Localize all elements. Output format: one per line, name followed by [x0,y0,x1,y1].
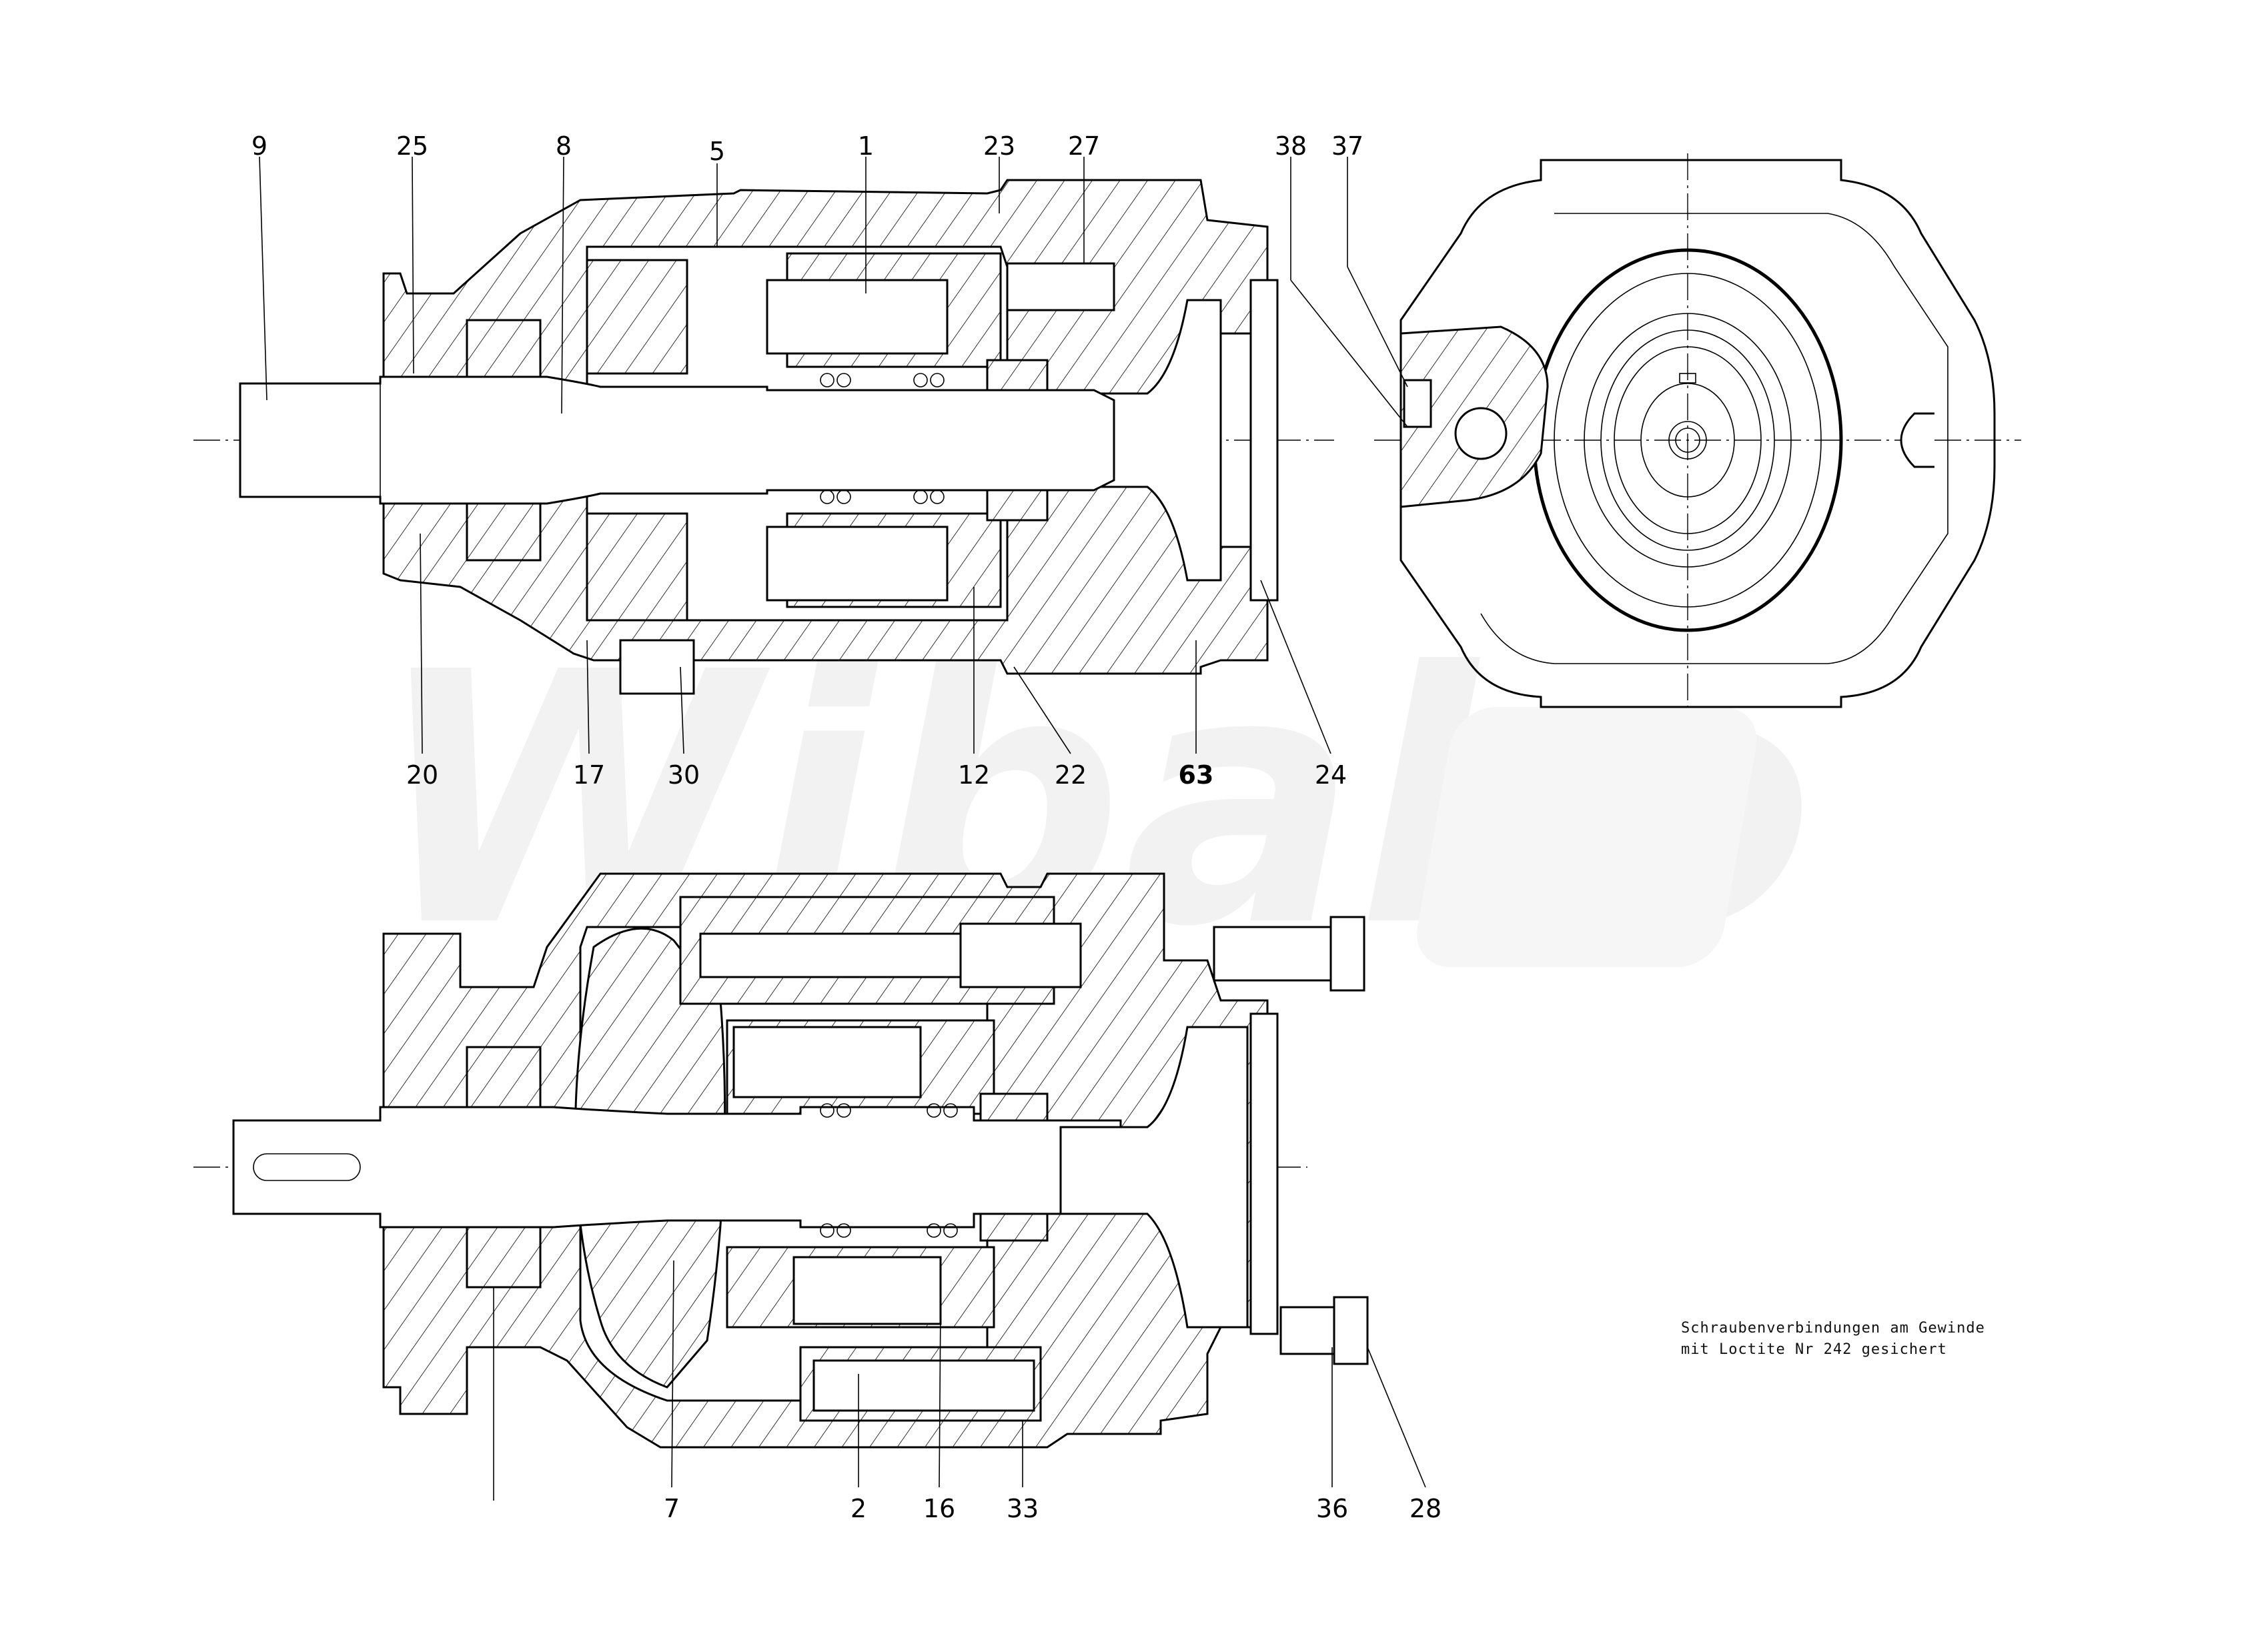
part-label: 37 [1331,131,1363,161]
bottom-port-flange [1249,1012,1279,1335]
bottom-fitting-lower-head [1333,1296,1369,1365]
part-label: 27 [1068,131,1100,161]
part-label: 20 [406,760,438,790]
end-view-shaft-bore [1668,421,1707,460]
bottom-front-bearing-upper [466,1046,542,1115]
bottom-fitting-upper [1213,926,1332,982]
top-springs [820,373,945,504]
part-labels-bottom: 7 2 16 33 36 28 [664,1494,1442,1523]
end-view-inner-contour [1480,213,1948,664]
top-drain-port [619,639,695,695]
top-swash-plate-upper [586,259,688,375]
bottom-piston-upper [732,1026,922,1098]
bottom-servo-plug [959,922,1082,988]
top-piston-upper [766,279,949,355]
bottom-servo-piston [699,932,962,978]
end-view-housing [1399,159,1996,708]
part-labels-top: 9 25 8 5 1 23 27 38 37 [251,131,1363,166]
top-port-flange [1249,279,1279,602]
part-label: 23 [983,131,1015,161]
part-label: 63 [1179,760,1214,790]
top-piston-lower [766,526,949,602]
part-label: 30 [668,760,700,790]
note-line-1: Schraubenverbindungen am Gewinde [1681,1320,1985,1337]
end-view-ring-4 [1614,346,1762,534]
part-label: 1 [858,131,874,161]
end-view [1374,153,2021,708]
part-label: 22 [1055,760,1087,790]
end-view-slot [1900,412,1934,468]
bottom-shaft-keyway [253,1153,361,1181]
part-label: 7 [664,1494,680,1523]
bottom-springs [820,1103,958,1238]
bottom-fitting-upper-head [1329,916,1365,992]
part-label: 38 [1275,131,1307,161]
part-labels-middle: 20 17 30 12 22 63 24 [406,760,1347,790]
top-plug [1006,262,1115,311]
part-label: 9 [251,131,267,161]
end-view-key [1679,373,1696,383]
bottom-rear-cover-recess [1059,1026,1249,1329]
leader-lines [259,156,1426,1501]
part-label: 8 [556,131,572,161]
bottom-section-view [193,872,1369,1449]
part-label: 16 [923,1494,955,1523]
bottom-front-bearing-lower [466,1219,542,1289]
top-swash-plate-lower [586,512,688,622]
part-label: 25 [396,131,428,161]
bottom-piston-lower [792,1256,942,1325]
part-label: 33 [1007,1494,1039,1523]
assembly-note: Schraubenverbindungen am Gewinde mit Loc… [1681,1320,1985,1358]
end-view-valve-ball [1454,407,1508,460]
end-view-hub [1640,383,1735,498]
end-view-shaft-inner [1675,428,1700,453]
part-label: 28 [1409,1494,1442,1523]
part-label: 12 [958,760,990,790]
part-label: 2 [851,1494,867,1523]
part-label: 5 [709,137,725,166]
end-view-ring-1 [1554,273,1822,608]
top-rear-cover-recess [1059,299,1222,582]
top-drive-shaft [239,375,1115,505]
watermark-tractor-badge [1416,707,1757,967]
part-label: 36 [1316,1494,1348,1523]
bottom-servo-lower-piston [812,1359,1035,1412]
part-label: 24 [1315,760,1347,790]
end-view-ring-3 [1600,329,1775,551]
note-line-2: mit Loctite Nr 242 gesichert [1681,1341,1947,1358]
bottom-fitting-lower [1279,1306,1335,1355]
end-view-valve-plug [1403,379,1432,428]
part-label: 17 [573,760,605,790]
top-section-view [193,179,1334,695]
bottom-drive-shaft [232,1106,1122,1228]
end-view-ring-2 [1584,313,1792,568]
